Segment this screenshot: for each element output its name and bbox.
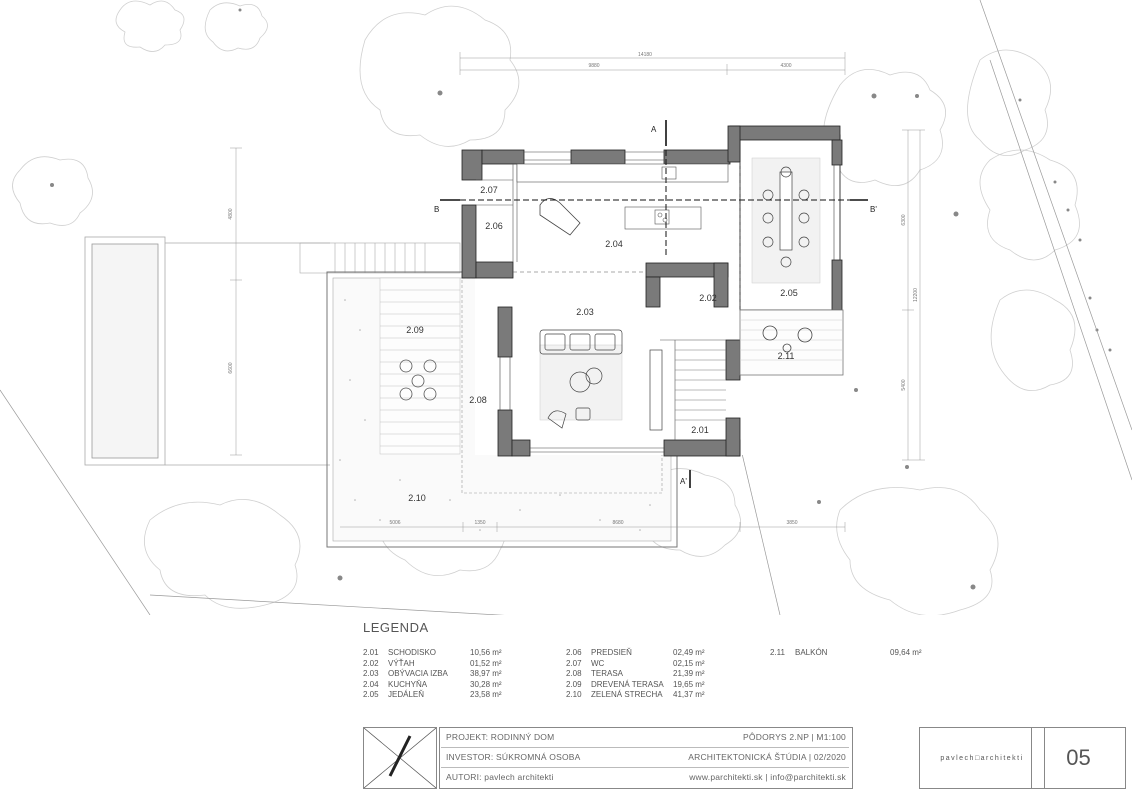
dim-left-upper: 4800 (228, 208, 234, 219)
dim-right-lower: 5400 (901, 379, 907, 390)
room-label-2-01: 2.01 (691, 425, 709, 435)
legend-code: 2.02 (363, 658, 379, 668)
legend-code: 2.10 (566, 690, 582, 699)
legend-name: BALKÓN (795, 648, 828, 657)
legend-code: 2.03 (363, 669, 379, 678)
legend-area: 21,39 m² (673, 669, 705, 678)
room-label-2-11: 2.11 (778, 351, 795, 361)
legend-code: 2.08 (566, 669, 582, 678)
room-label-2-03: 2.03 (576, 307, 594, 317)
legend-name: PREDSIEŇ (591, 648, 632, 657)
partitions (476, 162, 741, 440)
dim-right-total: 12200 (913, 288, 919, 302)
terrain-lines (0, 0, 1132, 615)
brand-box: pavlech□architekti (919, 727, 1045, 789)
legend-name: OBÝVACIA IZBA (388, 669, 448, 678)
legend-area: 10,56 m² (470, 648, 502, 657)
legend-code: 2.07 (566, 658, 582, 668)
legend-name: WC (591, 658, 605, 668)
legend-name: JEDÁLEŇ (388, 690, 425, 699)
legend-area: 19,65 m² (673, 679, 705, 689)
section-lines (440, 120, 868, 488)
section-mark-b-prime: B' (870, 205, 877, 214)
sheet-number: 05 (1066, 745, 1091, 770)
pool (84, 236, 330, 466)
room-label-2-02: 2.02 (699, 293, 717, 303)
tree-trunk-dots (50, 8, 1112, 590)
title-info-box (439, 727, 853, 789)
legend-name: SCHODISKO (388, 648, 437, 657)
room-label-2-06: 2.06 (485, 221, 503, 231)
room-label-2-05: 2.05 (780, 288, 798, 298)
dim-top-right: 4300 (780, 63, 791, 69)
legend-name: KUCHYŇA (388, 679, 428, 689)
balcony-2-11 (739, 309, 844, 376)
dim-bottom-2: 1350 (474, 520, 485, 526)
piano-icon (539, 198, 581, 236)
legend-area: 01,52 m² (470, 658, 502, 668)
legend-name: TERASA (591, 669, 624, 678)
section-mark-a-prime: A' (680, 477, 687, 486)
living-furniture (539, 329, 663, 431)
floor-plan-drawing: 14180 9880 4300 4800 6600 6300 12200 540… (0, 0, 1132, 615)
room-label-2-08: 2.08 (469, 395, 487, 405)
dim-top-left: 9880 (588, 63, 599, 69)
room-label-2-10: 2.10 (408, 493, 426, 503)
title-block: PROJEKT: RODINNÝ DOM PÔDORYS 2.NP | M1:1… (363, 727, 1126, 789)
contact: www.parchitekti.sk | info@parchitekti.sk (689, 772, 846, 782)
legend-code: 2.01 (363, 648, 379, 657)
legend-name: VÝŤAH (388, 658, 415, 668)
legend-name: ZELENÁ STRECHA (591, 690, 663, 699)
wooden-terrace (379, 277, 461, 455)
dim-right-upper: 6300 (901, 214, 907, 225)
legend-area: 38,97 m² (470, 669, 502, 678)
dimension-lines (230, 52, 925, 532)
legend-area: 41,37 m² (673, 690, 705, 699)
title-row-authors: AUTORI: pavlech architekti www.parchitek… (441, 767, 849, 787)
title-row-investor: INVESTOR: SÚKROMNÁ OSOBA ARCHITEKTONICKÁ… (441, 747, 849, 768)
legend-area: 23,58 m² (470, 690, 502, 699)
dim-top-total: 14180 (638, 52, 652, 58)
dim-bottom-3: 8680 (612, 520, 623, 526)
dim-bottom-1: 5006 (389, 520, 400, 526)
dining-table-icon (762, 166, 810, 268)
legend-code: 2.09 (566, 679, 582, 689)
legend-code: 2.04 (363, 679, 379, 689)
stair-2-01 (675, 349, 726, 421)
legend-name: DREVENÁ TERASA (591, 679, 664, 689)
brand-logo: pavlech□architekti (940, 754, 1024, 762)
pencil-logo-icon (363, 727, 437, 789)
authors: AUTORI: pavlech architekti (446, 772, 554, 782)
room-label-2-07: 2.07 (480, 185, 498, 195)
dim-left-lower: 6600 (228, 362, 234, 373)
kitchen (516, 163, 729, 230)
room-label-2-09: 2.09 (406, 325, 424, 335)
outdoor-table-icon (399, 359, 437, 401)
legend: LEGENDA 2.01 SCHODISKO 10,56 m² 2.02 VÝŤAH 0… (363, 620, 923, 710)
windows (499, 151, 841, 453)
drawing-logo-box (363, 727, 437, 789)
studio-date: ARCHITEKTONICKÁ ŠTÚDIA | 02/2020 (688, 752, 846, 762)
legend-title: LEGENDA (363, 620, 429, 635)
legend-code: 2.05 (363, 690, 379, 699)
section-mark-b: B (434, 205, 439, 214)
legend-code: 2.11 (770, 648, 785, 657)
dim-bottom-4: 3850 (786, 520, 797, 526)
section-mark-a: A (651, 125, 657, 134)
project-name: PROJEKT: RODINNÝ DOM (446, 732, 555, 742)
exterior-stair (299, 242, 461, 274)
legend-area: 02,15 m² (673, 658, 705, 668)
title-row-project: PROJEKT: RODINNÝ DOM PÔDORYS 2.NP | M1:1… (441, 727, 849, 748)
sheet-number-box: 05 (1031, 727, 1126, 789)
legend-area: 02,49 m² (673, 648, 705, 657)
sheet-title: PÔDORYS 2.NP | M1:100 (743, 732, 846, 742)
investor-name: INVESTOR: SÚKROMNÁ OSOBA (446, 752, 581, 762)
legend-area: 30,28 m² (470, 679, 502, 689)
legend-area: 09,64 m² (890, 648, 922, 657)
walls (461, 125, 843, 457)
legend-code: 2.06 (566, 648, 582, 657)
room-label-2-04: 2.04 (605, 239, 623, 249)
